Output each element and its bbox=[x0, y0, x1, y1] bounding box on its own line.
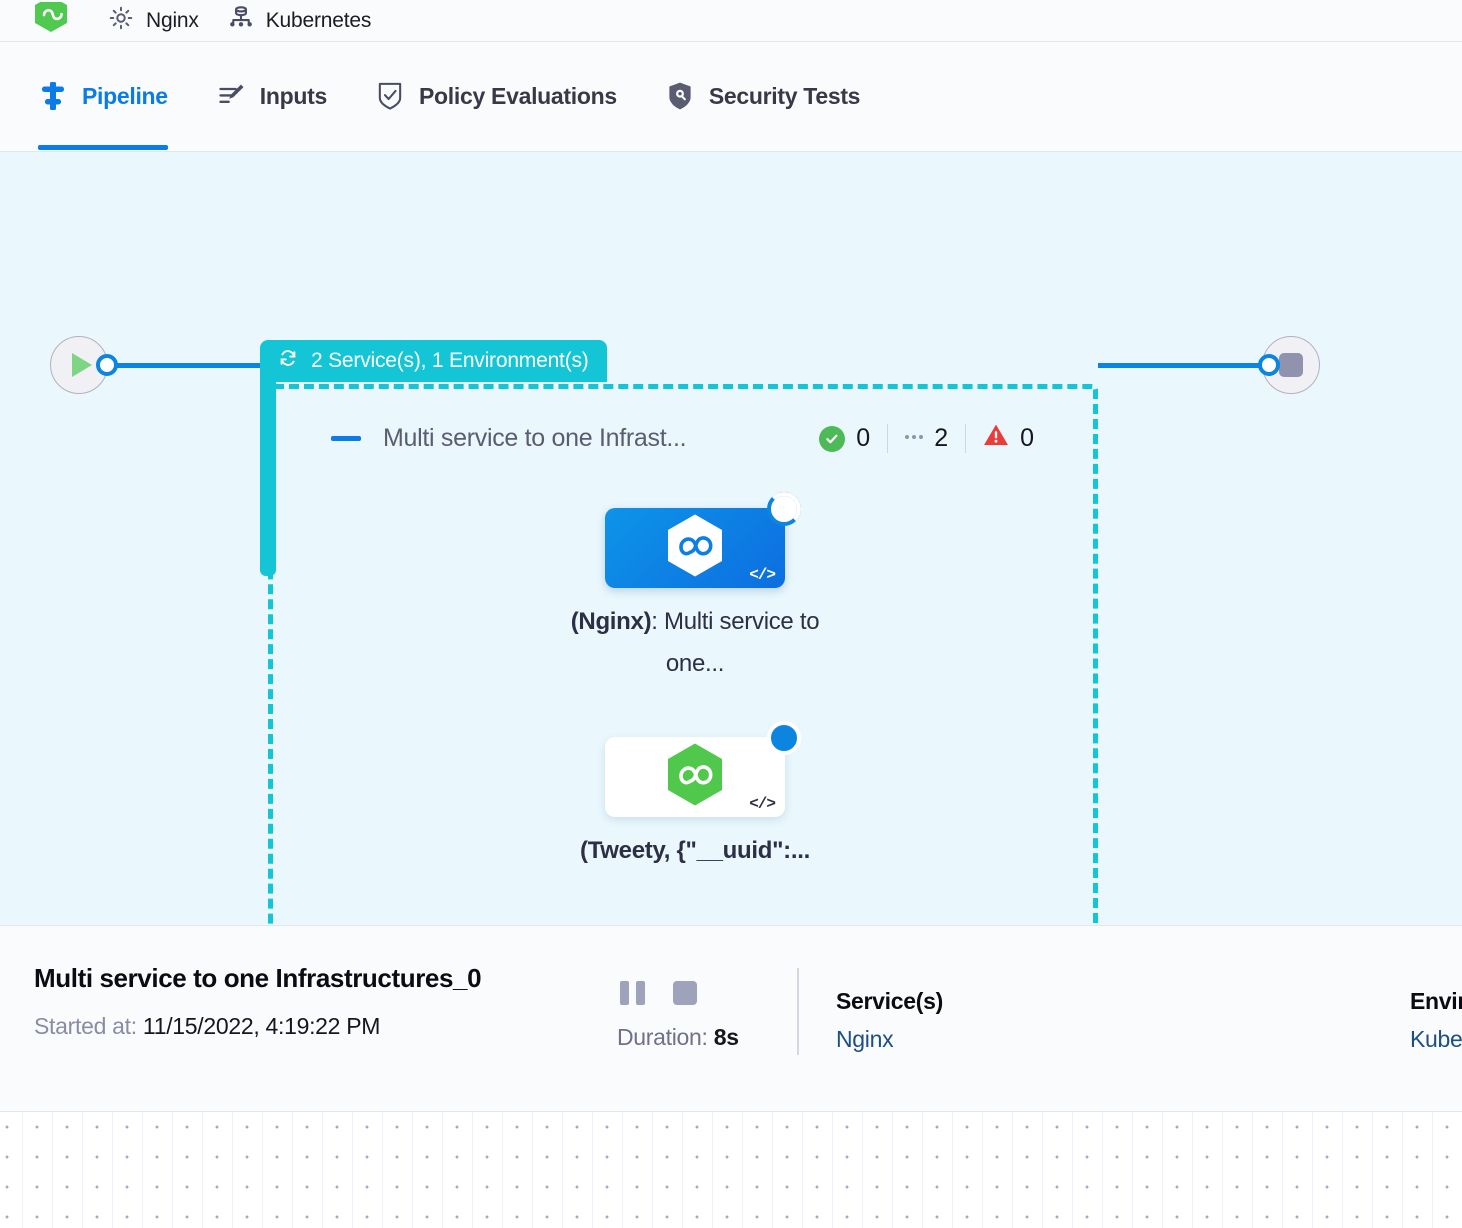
running-dots-icon bbox=[905, 434, 924, 443]
stop-icon[interactable] bbox=[673, 981, 697, 1005]
service-node-nginx-label: (Nginx): Multi service to one... bbox=[565, 601, 825, 685]
node-label-bold: (Tweety, {"__uuid":... bbox=[580, 837, 810, 864]
canvas-dot-grid bbox=[0, 1112, 1462, 1228]
breadcrumb-label-nginx: Nginx bbox=[146, 8, 199, 32]
group-status-counters: 0 2 0 bbox=[802, 423, 1051, 454]
pipeline-canvas[interactable]: 2 Service(s), 1 Environment(s) Multi ser… bbox=[0, 152, 1462, 925]
breadcrumb-bar: Nginx Kubernetes bbox=[0, 0, 1462, 42]
error-warning-icon bbox=[983, 423, 1009, 454]
service-node-tweety[interactable]: </> bbox=[605, 721, 801, 817]
pause-icon[interactable] bbox=[620, 981, 645, 1005]
service-node-nginx[interactable]: </> bbox=[605, 492, 801, 588]
breadcrumb-item-service[interactable] bbox=[34, 0, 79, 42]
play-icon bbox=[72, 353, 92, 377]
collapse-dash-icon[interactable] bbox=[331, 436, 361, 441]
breadcrumb-label-kubernetes: Kubernetes bbox=[265, 8, 372, 32]
page-title: Multi service to one Infrastructures_0 bbox=[34, 963, 482, 993]
services-title: Service(s) bbox=[836, 988, 943, 1014]
service-node-tweety-label: (Tweety, {"__uuid":... bbox=[565, 830, 825, 872]
environments-title: Environment(s) bbox=[1410, 988, 1462, 1014]
tab-security-tests-label: Security Tests bbox=[708, 82, 861, 109]
breadcrumb-item-kubernetes[interactable]: Kubernetes bbox=[227, 0, 371, 42]
code-brackets-icon: </> bbox=[749, 795, 776, 813]
duration: Duration: 8s bbox=[617, 1024, 739, 1051]
kubernetes-icon bbox=[227, 4, 255, 37]
tab-pipeline[interactable]: Pipeline bbox=[38, 42, 168, 150]
wire-group-to-end bbox=[1098, 363, 1270, 368]
counter-error: 0 bbox=[966, 423, 1051, 454]
inputs-icon bbox=[216, 81, 246, 111]
counter-running: 2 bbox=[887, 424, 967, 453]
service-hexagon-icon bbox=[664, 513, 726, 584]
duration-label: Duration: bbox=[617, 1024, 708, 1050]
service-hexagon-icon bbox=[34, 0, 68, 40]
tab-pipeline-label: Pipeline bbox=[82, 82, 168, 109]
service-hexagon-icon bbox=[664, 742, 726, 813]
tab-policy-evaluations[interactable]: Policy Evaluations bbox=[375, 42, 617, 150]
counter-success: 0 bbox=[802, 424, 887, 453]
wire-start-to-group bbox=[105, 363, 268, 368]
tab-security-tests[interactable]: Security Tests bbox=[665, 42, 860, 150]
stop-icon bbox=[1279, 353, 1303, 377]
execution-controls bbox=[620, 981, 697, 1005]
services-column: Service(s) Nginx bbox=[836, 988, 943, 1053]
counter-success-value: 0 bbox=[856, 424, 871, 452]
running-spinner-icon bbox=[767, 721, 801, 755]
breadcrumb-item-nginx[interactable]: Nginx bbox=[107, 0, 199, 42]
execution-summary-panel: Multi service to one Infrastructures_0 S… bbox=[0, 925, 1462, 1112]
counter-running-value: 2 bbox=[934, 424, 949, 452]
started-at-value: 11/15/2022, 4:19:22 PM bbox=[142, 1013, 381, 1039]
environments-value[interactable]: Kubernetes bbox=[1410, 1026, 1462, 1052]
tab-inputs-label: Inputs bbox=[259, 82, 328, 109]
environments-column: Environment(s) Kubernetes bbox=[1410, 988, 1462, 1053]
group-chip[interactable]: 2 Service(s), 1 Environment(s) bbox=[260, 340, 607, 382]
started-at: Started at: 11/15/2022, 4:19:22 PM bbox=[34, 1013, 380, 1040]
code-brackets-icon: </> bbox=[749, 566, 776, 584]
tab-bar: Pipeline Inputs Policy Evaluations bbox=[0, 42, 1462, 152]
pipeline-end-node[interactable] bbox=[1262, 336, 1320, 394]
start-output-port[interactable] bbox=[96, 354, 118, 376]
tab-policy-evaluations-label: Policy Evaluations bbox=[419, 82, 617, 109]
loop-repeat-icon bbox=[276, 346, 300, 376]
duration-value: 8s bbox=[713, 1024, 739, 1050]
group-chip-label: 2 Service(s), 1 Environment(s) bbox=[311, 349, 589, 372]
counter-error-value: 0 bbox=[1020, 424, 1034, 452]
policy-shield-check-icon bbox=[375, 81, 405, 111]
footer-divider bbox=[797, 968, 799, 1055]
running-spinner-icon bbox=[767, 492, 801, 526]
end-input-port[interactable] bbox=[1258, 354, 1280, 376]
started-at-label: Started at: bbox=[34, 1013, 137, 1039]
group-title: Multi service to one Infrast... bbox=[383, 424, 687, 452]
security-shield-icon bbox=[665, 81, 695, 111]
success-check-icon bbox=[819, 425, 846, 452]
pipeline-icon bbox=[38, 81, 68, 111]
pipeline-stage-group[interactable]: Multi service to one Infrast... 0 2 bbox=[268, 384, 1098, 925]
node-label-bold: (Nginx) bbox=[570, 608, 652, 635]
tab-inputs[interactable]: Inputs bbox=[216, 42, 327, 150]
gear-icon bbox=[107, 4, 135, 37]
services-value[interactable]: Nginx bbox=[836, 1026, 894, 1052]
group-header: Multi service to one Infrast... 0 2 bbox=[331, 423, 1051, 454]
node-label-rest: : Multi service to one... bbox=[651, 608, 820, 677]
